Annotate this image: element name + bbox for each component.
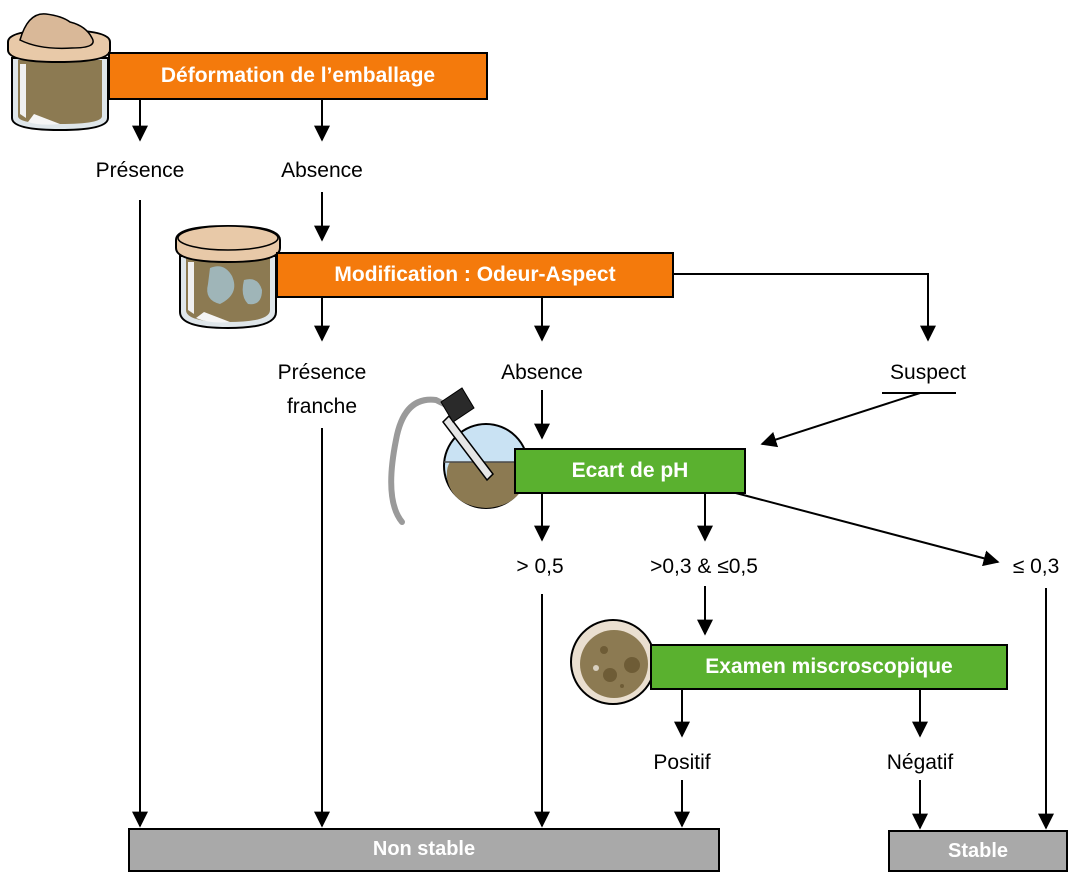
non-stable-box: Non stable [128,828,720,872]
arrow-modification-suspect [674,273,936,342]
label-presence: Présence [95,159,185,182]
arrow-ph-le03 [731,491,1000,567]
label-absence-1: Absence [281,159,363,182]
microscope-dish-icon [570,619,656,705]
ph-probe-dish-icon [388,387,529,525]
label-gt-05: > 0,5 [516,555,564,578]
label-absence-2: Absence [501,361,583,384]
label-presence-franche-line1: Présence [277,361,367,384]
deformation-box: Déformation de l’emballage [108,52,488,100]
label-suspect: Suspect [890,361,966,384]
swollen-jar-icon [7,13,111,132]
label-presence-franche-line2: franche [286,395,358,418]
micro-box: Examen miscroscopique [650,644,1008,690]
stable-box: Stable [888,830,1068,872]
label-positif: Positif [653,751,711,774]
ph-box: Ecart de pH [514,448,746,494]
label-negatif: Négatif [886,751,954,774]
jar-with-mold-icon [175,224,281,330]
arrow-suspect-ph [760,392,921,448]
label-between: >0,3 & ≤0,5 [650,555,758,578]
modification-box: Modification : Odeur-Aspect [276,252,674,298]
label-le-03: ≤ 0,3 [1012,555,1060,578]
